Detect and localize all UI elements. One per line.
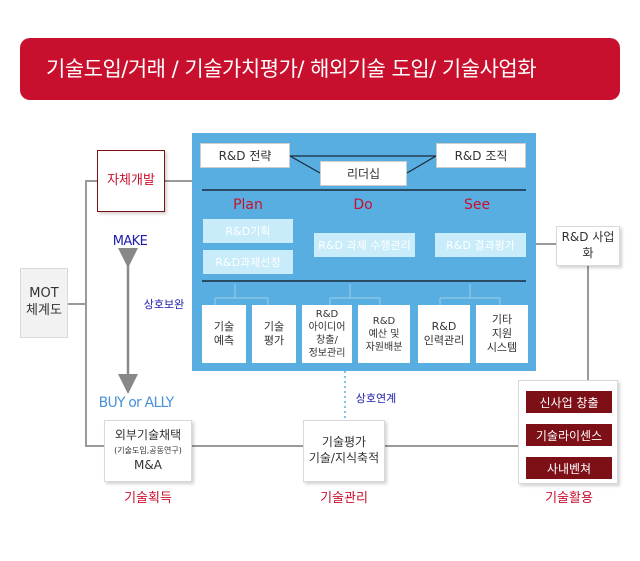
tech-utilization-label: 기술활용 <box>545 491 593 506</box>
tech-forecast-box: 기술 예측 <box>202 305 246 363</box>
external-tech-title: 외부기술채택 <box>114 428 182 443</box>
new-business-item: 신사업 창출 <box>526 391 612 413</box>
make-label: MAKE <box>112 234 148 249</box>
rnd-planning-box: R&D기획 <box>203 219 293 243</box>
support-system-box: 기타 지원 시스템 <box>476 305 528 363</box>
hr-management-box: R&D 인력관리 <box>418 305 470 363</box>
title-banner: 기술도입/거래 / 기술가치평가/ 해외기술 도입/ 기술사업화 <box>20 38 620 100</box>
tech-eval-knowledge-box: 기술평가 기술/지식축적 <box>303 420 385 482</box>
external-tech-ma: M&A <box>134 458 162 473</box>
external-tech-box: 외부기술채택 (기술도입,공동연구) M&A <box>104 420 192 482</box>
tech-evaluation-box: 기술 평가 <box>252 305 296 363</box>
rnd-execution-box: R&D 과제 수행관리 <box>314 233 415 257</box>
rnd-organization-box: R&D 조직 <box>436 143 526 168</box>
leadership-box: 리더십 <box>320 161 407 186</box>
rnd-commercialization-box: R&D 사업화 <box>556 226 620 266</box>
rnd-selection-box: R&D과제선정 <box>203 250 293 274</box>
interlink-label: 상호연계 <box>355 392 397 405</box>
in-house-venture-item: 사내벤쳐 <box>526 457 612 479</box>
idea-management-box: R&D 아이디어 창출/ 정보관리 <box>302 305 352 363</box>
mutual-complement-label: 상호보완 <box>143 298 185 311</box>
self-development-box: 자체개발 <box>97 150 165 212</box>
tech-license-item: 기술라이센스 <box>526 424 612 446</box>
buy-or-ally-label: BUY or ALLY <box>98 395 175 411</box>
rnd-strategy-box: R&D 전략 <box>200 143 290 168</box>
do-label: Do <box>353 197 373 213</box>
mot-to-self-dev-line <box>68 180 98 305</box>
see-label: See <box>463 197 491 213</box>
budget-allocation-box: R&D 예산 및 자원배분 <box>358 305 410 363</box>
plan-label: Plan <box>233 197 263 213</box>
mot-to-external-line <box>85 304 104 447</box>
mot-system-box: MOT 체계도 <box>20 268 68 338</box>
tech-management-label: 기술관리 <box>320 491 368 506</box>
rnd-evaluation-box: R&D 결과평가 <box>435 233 526 257</box>
external-tech-sub: (기술도입,공동연구) <box>114 445 182 455</box>
tech-acquisition-label: 기술획득 <box>124 491 172 506</box>
